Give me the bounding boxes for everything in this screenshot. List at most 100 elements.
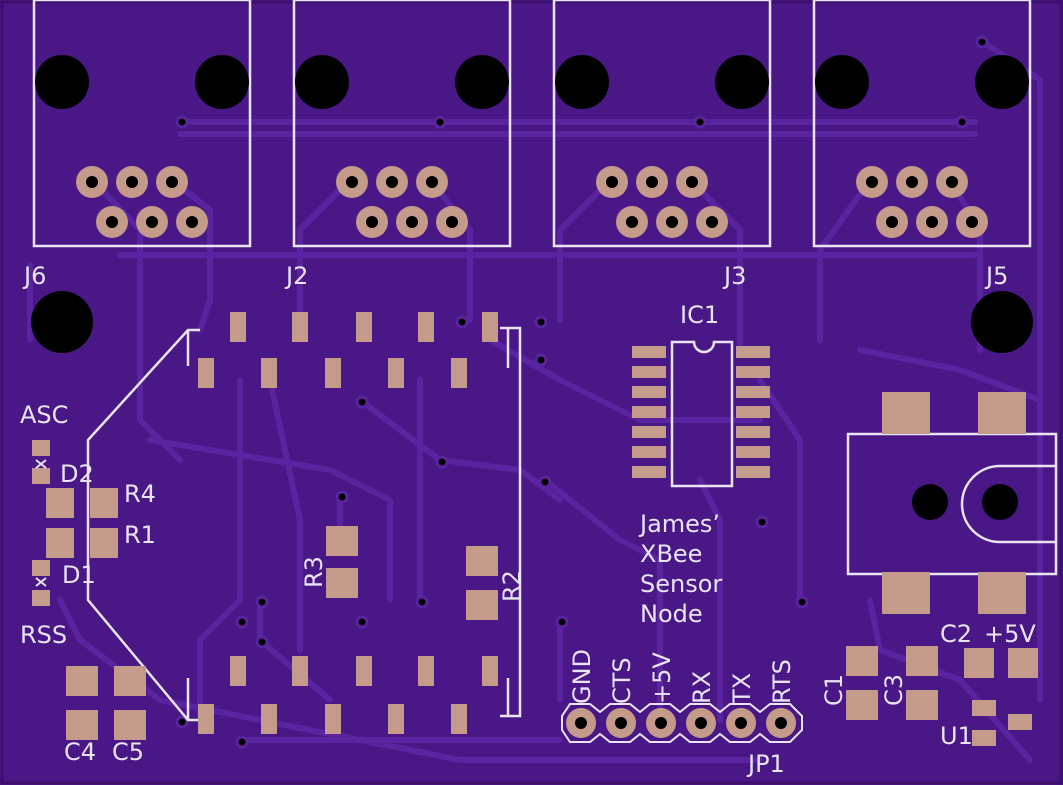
label-d1: D1 <box>62 561 96 589</box>
pin-label-tx: TX <box>728 673 756 705</box>
label-j6: J6 <box>22 262 46 290</box>
label-plus5v: +5V <box>984 620 1036 648</box>
u1-pad-b <box>972 730 996 746</box>
j2-outline <box>292 0 512 248</box>
dc-jack-pad-2 <box>978 392 1026 434</box>
label-rss: RSS <box>20 621 67 649</box>
label-r3: R3 <box>300 556 328 588</box>
ic1-pads-left <box>632 346 666 478</box>
dc-jack-pad-3 <box>882 572 930 614</box>
label-c3: C3 <box>880 674 908 706</box>
connector-j5 <box>812 0 1032 248</box>
label-c2: C2 <box>940 620 972 648</box>
label-u1: U1 <box>940 722 973 750</box>
r2-pad-b <box>466 590 498 620</box>
r2-pad-a <box>466 546 498 576</box>
j5-mount-hole-right <box>975 55 1029 109</box>
c4-pad-a <box>66 666 98 696</box>
title-line-3: Sensor <box>640 570 722 598</box>
module-pads-top <box>198 312 498 388</box>
left-components <box>32 440 146 740</box>
c3-pad-a <box>906 646 938 676</box>
title-line-4: Node <box>640 600 703 628</box>
mount-hole-left <box>31 291 93 353</box>
connector-j2 <box>292 0 512 248</box>
connector-j6 <box>32 0 252 248</box>
dc-jack-hole-b <box>982 484 1018 520</box>
j5-mount-hole-left <box>815 55 869 109</box>
label-jp1: JP1 <box>746 750 785 778</box>
diode-marks <box>35 459 47 587</box>
power-components <box>846 646 1038 746</box>
r4-pad-a <box>46 488 74 518</box>
j3-mount-hole-left <box>555 55 609 109</box>
j6-mount-hole-right <box>195 55 249 109</box>
vias <box>175 35 989 749</box>
pin-label-rx: RX <box>688 671 716 704</box>
ic1-footprint <box>632 340 770 488</box>
jp1-header <box>561 703 803 743</box>
pin-label-cts: CTS <box>608 657 636 704</box>
j5-outline <box>812 0 1032 248</box>
label-asc: ASC <box>20 401 68 429</box>
label-j5: J5 <box>984 262 1008 290</box>
label-r4: R4 <box>124 480 156 508</box>
j2-mount-hole-left <box>295 55 349 109</box>
label-c5: C5 <box>112 738 144 766</box>
traces <box>27 37 1043 763</box>
label-c4: C4 <box>64 738 96 766</box>
c3-pad-b <box>906 690 938 720</box>
c5-pad-a <box>114 666 146 696</box>
r3-pad-a <box>326 526 358 556</box>
ic1-outline <box>670 340 734 488</box>
j3-outline <box>552 0 772 248</box>
pin-label-rts: RTS <box>768 659 796 704</box>
jp1-outline <box>561 703 803 743</box>
label-c1: C1 <box>820 674 848 706</box>
dc-jack-pad-1 <box>882 392 930 434</box>
dc-jack-curve <box>960 464 1056 544</box>
dc-jack-outline <box>846 432 1058 576</box>
dc-jack-footprint <box>846 392 1058 614</box>
d1-pad-a <box>32 560 50 576</box>
r1-pad-b <box>90 528 118 558</box>
d2-pad-a <box>32 440 50 456</box>
j6-mount-hole-left <box>35 55 89 109</box>
title-line-1: James’ <box>638 510 720 538</box>
r4-pad-b <box>90 488 118 518</box>
c2-pad-a <box>964 648 994 678</box>
mount-hole-right <box>971 291 1033 353</box>
d1-pad-b <box>32 590 50 606</box>
mid-resistors <box>326 526 498 620</box>
label-ic1: IC1 <box>680 301 719 329</box>
u1-pad-a <box>972 700 996 716</box>
c5-pad-b <box>114 710 146 740</box>
r3-pad-b <box>326 568 358 598</box>
j2-mount-hole-right <box>455 55 509 109</box>
label-j2: J2 <box>284 262 308 290</box>
connector-j3 <box>552 0 772 248</box>
pin-label-5v: +5V <box>648 652 676 704</box>
dc-jack-hole-a <box>912 484 948 520</box>
label-j3: J3 <box>722 262 746 290</box>
label-d2: D2 <box>60 460 94 488</box>
c2-pad-b <box>1008 648 1038 678</box>
label-r1: R1 <box>124 521 156 549</box>
j6-outline <box>32 0 252 248</box>
j3-mount-hole-right <box>715 55 769 109</box>
pin-label-gnd: GND <box>568 649 596 704</box>
d2-pad-b <box>32 468 50 484</box>
c1-pad-a <box>846 646 878 676</box>
module-pads-bottom <box>198 656 498 734</box>
label-r2: R2 <box>498 570 526 602</box>
c1-pad-b <box>846 690 878 720</box>
c4-pad-b <box>66 710 98 740</box>
r1-pad-a <box>46 528 74 558</box>
silkscreen-labels: J6 J2 J3 J5 IC1 ASC D2 R4 R1 D1 RSS C4 C… <box>20 262 1036 778</box>
u1-pad-c <box>1008 714 1032 730</box>
module-footprint <box>86 312 522 734</box>
dc-jack-pad-4 <box>978 572 1026 614</box>
module-outline <box>86 328 200 722</box>
